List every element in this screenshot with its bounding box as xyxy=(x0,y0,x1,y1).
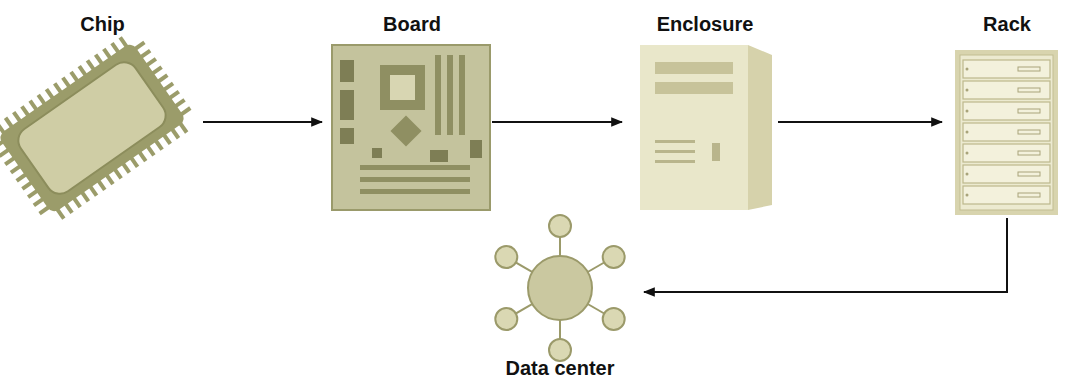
flow-arrow xyxy=(492,121,622,123)
node-label: Chip xyxy=(0,12,205,36)
rack-screw xyxy=(966,152,969,155)
rack-icon xyxy=(955,50,1058,215)
component-node: Chip xyxy=(0,0,205,218)
network-hub xyxy=(528,256,592,320)
component-node: Board xyxy=(330,0,494,218)
rack-handle xyxy=(1018,67,1040,71)
node-label: Rack xyxy=(950,12,1064,36)
component-node: Data center xyxy=(482,214,638,382)
rack-screw xyxy=(966,173,969,176)
node-label: Board xyxy=(330,12,494,36)
network-icon xyxy=(495,215,624,361)
flow-arrow xyxy=(644,218,1007,292)
flow-arrow xyxy=(203,121,322,123)
network-satellite xyxy=(603,308,625,330)
component-node: Rack xyxy=(950,0,1064,218)
chip-icon xyxy=(0,28,201,229)
component-node: Enclosure xyxy=(630,0,780,218)
rack-unit xyxy=(963,165,1050,183)
rack-handle xyxy=(1018,151,1040,155)
rack-screw xyxy=(966,68,969,71)
rack-screw xyxy=(966,110,969,113)
rack-unit xyxy=(963,186,1050,204)
rack-screw xyxy=(966,194,969,197)
flow-arrow xyxy=(778,121,942,123)
rack-unit xyxy=(963,60,1050,78)
network-satellite xyxy=(603,246,625,268)
rack-unit xyxy=(963,102,1050,120)
rack-handle xyxy=(1018,88,1040,92)
network-satellite xyxy=(495,308,517,330)
network-satellite xyxy=(495,246,517,268)
rack-handle xyxy=(1018,172,1040,176)
rack-handle xyxy=(1018,193,1040,197)
enclosure-icon xyxy=(640,45,772,210)
rack-handle xyxy=(1018,130,1040,134)
node-label: Enclosure xyxy=(630,12,780,36)
network-satellite xyxy=(549,215,571,237)
rack-unit xyxy=(963,123,1050,141)
rack-handle xyxy=(1018,109,1040,113)
rack-screw xyxy=(966,89,969,92)
rack-unit xyxy=(963,81,1050,99)
rack-unit xyxy=(963,144,1050,162)
node-label: Data center xyxy=(482,356,638,380)
board-icon xyxy=(332,45,490,210)
rack-screw xyxy=(966,131,969,134)
